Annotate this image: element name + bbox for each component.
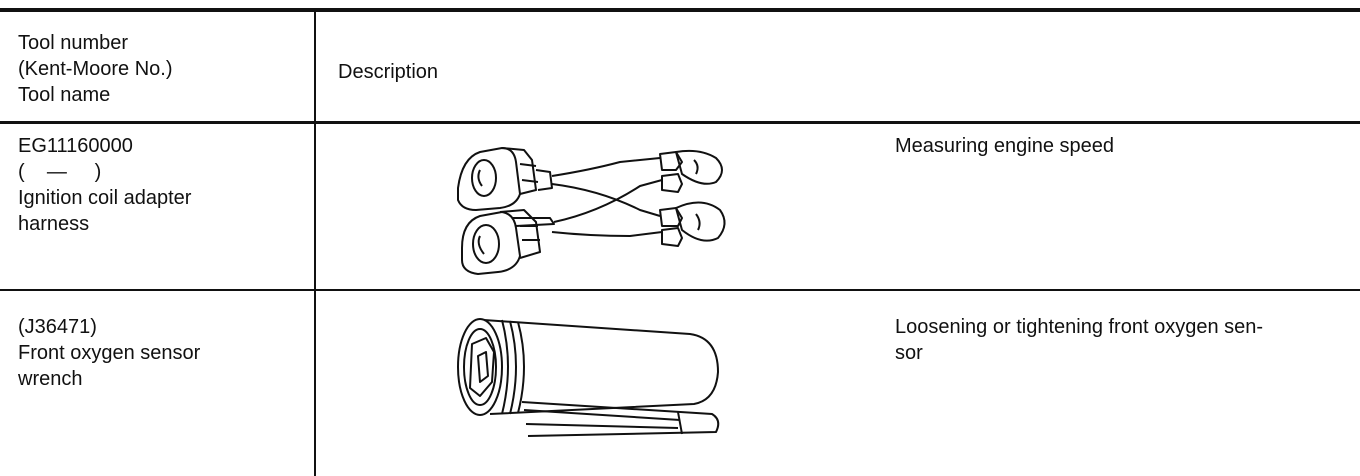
tool-name-cont: wrench	[18, 368, 83, 390]
row-divider	[0, 289, 1360, 291]
tool-number: EG11160000	[18, 135, 133, 157]
kent-moore-number: ( — )	[18, 161, 102, 183]
tool-description: Loosening or tightening front oxygen sen…	[895, 314, 1355, 366]
table-row-tool-info: EG11160000 ( — ) Ignition coil adapter h…	[18, 133, 308, 237]
front-oxygen-sensor-wrench-drawing	[457, 318, 720, 437]
table-top-rule	[0, 8, 1360, 12]
header-kent-moore-no: (Kent-Moore No.)	[18, 58, 173, 80]
header-tool-number: Tool number	[18, 32, 129, 54]
header-description: Description	[338, 61, 439, 83]
description-line-cont: sor	[895, 342, 923, 364]
kent-moore-number: (J36471)	[18, 316, 97, 338]
description-line: Loosening or tightening front oxygen sen…	[895, 316, 1264, 338]
header-bottom-rule	[0, 121, 1360, 124]
header-tool-name: Tool name	[18, 84, 111, 106]
tool-description: Measuring engine speed	[895, 133, 1355, 159]
table-row-tool-info: (J36471) Front oxygen sensor wrench	[18, 314, 308, 392]
tool-name: Ignition coil adapter	[18, 187, 192, 209]
header-tool-column: Tool number (Kent-Moore No.) Tool name	[18, 30, 308, 108]
description-line: Measuring engine speed	[895, 135, 1115, 157]
column-divider	[314, 10, 316, 476]
tool-name: Front oxygen sensor	[18, 342, 201, 364]
ignition-coil-adapter-harness-drawing	[457, 147, 726, 275]
tool-name-cont: harness	[18, 213, 90, 235]
